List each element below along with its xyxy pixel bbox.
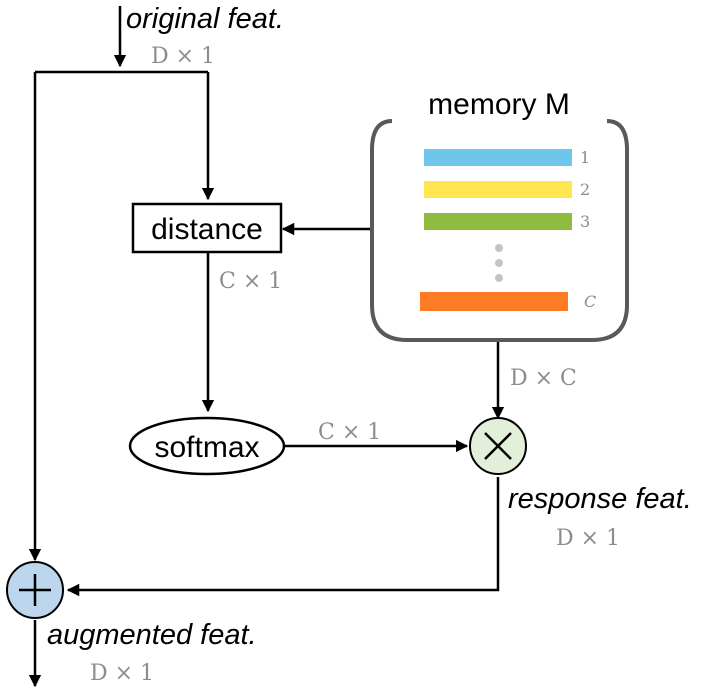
ellipsis-dot-3 <box>495 274 503 282</box>
response-to-add-arrow <box>66 477 500 597</box>
response-label: response feat. <box>508 483 692 515</box>
memory-out-dim-label: D × C <box>510 366 577 391</box>
output-dim-label: D × 1 <box>90 661 154 686</box>
output-label: augmented feat. <box>47 619 257 651</box>
softmax-out-dim-label: C × 1 <box>318 420 381 445</box>
distance-out-dim-label: C × 1 <box>219 269 282 294</box>
distance-box <box>131 202 283 254</box>
ellipsis-dot-2 <box>495 259 503 267</box>
distance-label: distance <box>151 213 263 246</box>
memory-row-3-bar <box>424 213 572 230</box>
memory-row-c-bar <box>420 292 568 311</box>
multiply-icon-stroke-2 <box>484 432 512 460</box>
response-dim-label: D × 1 <box>556 526 620 551</box>
input-dim-label: D × 1 <box>151 44 215 69</box>
memory-row-2-index: 2 <box>580 180 590 199</box>
memory-row-2-bar <box>424 181 572 198</box>
memory-box <box>370 119 629 342</box>
memory-row-1-index: 1 <box>580 148 590 167</box>
softmax-label: softmax <box>154 431 259 464</box>
input-label: original feat. <box>126 3 284 35</box>
softmax-ellipse <box>128 416 286 476</box>
memory-row-1-bar <box>424 149 572 166</box>
memory-row-3-index: 3 <box>580 212 590 231</box>
memory-row-c-index: C <box>584 292 596 311</box>
ellipsis-dot-1 <box>495 244 503 252</box>
memory-title: memory M <box>428 88 570 121</box>
